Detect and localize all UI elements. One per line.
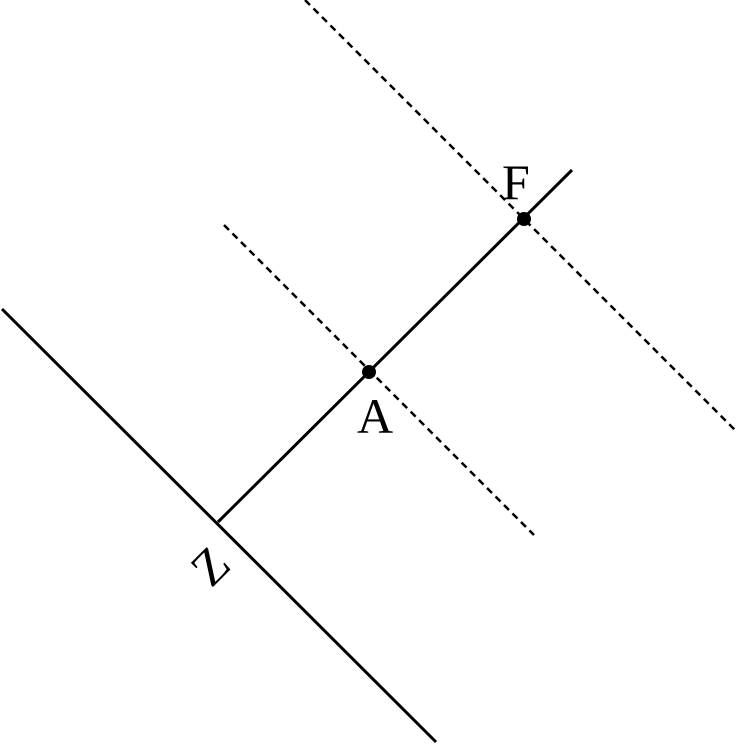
point-f	[517, 212, 531, 226]
label-a: A	[357, 388, 393, 444]
label-f: F	[502, 154, 530, 210]
dashed-line-through-a	[223, 224, 535, 536]
point-a	[362, 365, 376, 379]
solid-line-zf	[216, 168, 574, 524]
label-z: Z	[179, 535, 240, 596]
solid-line-z	[0, 307, 438, 744]
